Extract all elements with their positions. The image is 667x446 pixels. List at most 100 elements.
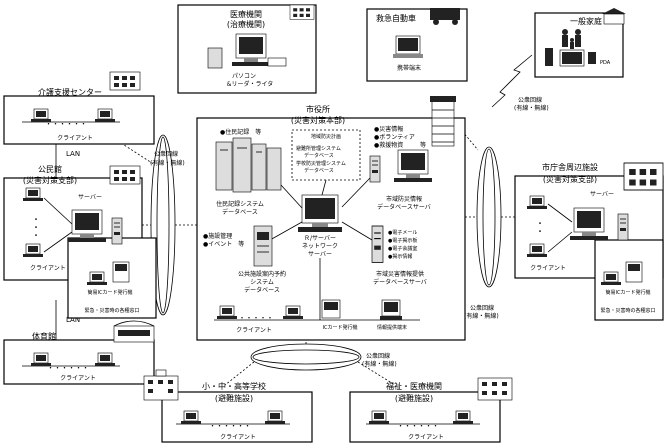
- care-center-building-icon: [109, 71, 141, 91]
- community-kiosk-box: [67, 237, 157, 319]
- school-client-pc-2: [264, 410, 286, 425]
- community-ic-pc: [86, 271, 108, 286]
- city-resident-db-label-1: 住民記録システム: [216, 200, 264, 208]
- pda-icon: [588, 52, 596, 64]
- community-server-label: サーバー: [78, 194, 102, 201]
- city-mid-list-2: ●電子掲示板: [388, 237, 417, 244]
- community-title-line2: (災害対策支部): [23, 175, 77, 185]
- welfare-client-label: クライアント: [408, 434, 444, 441]
- city-hall-tower-building-icon: [430, 96, 456, 147]
- city-gis-line-3: 学校防災管理システム: [296, 160, 346, 167]
- city-disaster-db-label-2: データベースサーバ: [373, 278, 427, 286]
- city-gis-line-1: 避難所管理システム: [296, 145, 341, 152]
- city-disaster-db-label-1: 市域災害情報提供: [376, 270, 424, 278]
- city-right-list-1: ●災害情報: [374, 125, 403, 133]
- medical-reader-label: &リーダ・ライタ: [227, 80, 273, 88]
- city-facility-label-2: システム: [250, 279, 274, 286]
- school-title-line2: (避難施設): [215, 393, 253, 403]
- community-dots: ・: [32, 215, 40, 224]
- public-network-right-inner: [482, 148, 496, 286]
- gym-client-label: クライアント: [60, 375, 96, 382]
- community-ic-label: 簡易ICカード発行機: [88, 289, 133, 296]
- public-network-left-inner: [156, 136, 170, 314]
- gym-building-icon: [113, 320, 155, 343]
- community-client-label: クライアント: [30, 265, 66, 272]
- home-title: 一般家庭: [570, 16, 602, 26]
- branch-kiosk-label: 緊急・災害時の各種窓口: [600, 307, 655, 314]
- city-mid-list-1: ●電子メール: [388, 229, 417, 236]
- city-ic-label: ICカード発行機: [323, 324, 358, 331]
- public-line-sublabel-bottom: (有線・無線): [362, 360, 397, 368]
- city-disaster-db-tower: [371, 225, 384, 264]
- city-network-server-pc: [298, 194, 342, 232]
- care-client-pc-2: [94, 108, 116, 123]
- city-web-server-tower: [369, 155, 381, 183]
- public-line-sublabel-top-right: (有線・無線): [514, 104, 549, 112]
- city-web-server-label-1: 市域防災情報: [386, 195, 422, 203]
- schools: 小・中・高等学校 (避難施設) ・・・・・・ クライアント: [143, 369, 313, 443]
- branch-ic-label: 簡易ICカード発行機: [606, 289, 651, 296]
- medical-building-icon: [289, 4, 315, 20]
- community-center: 公民館 (災害対策支部) サーバー ・ ・ ・ クライアント 簡易ICカード発行…: [3, 164, 157, 319]
- ambulance-terminal-label: 携帯端末: [397, 64, 421, 72]
- public-line-label-bottom: 公衆回線: [366, 352, 390, 360]
- care-client-label: クライアント: [57, 135, 93, 142]
- city-info-terminal-icon: [380, 299, 402, 320]
- branch-server-tower: [617, 213, 629, 241]
- city-right-list-2: ●ボランティア: [374, 133, 415, 141]
- city-gis-line-4: データベース: [304, 167, 334, 174]
- branch-server-label: サーバー: [590, 191, 614, 198]
- home: 一般家庭 PDA: [534, 8, 626, 78]
- city-client-label: クライアント: [236, 327, 272, 334]
- branch-building-icon: [623, 162, 664, 191]
- city-info-terminal-label: 情報提供端末: [377, 324, 407, 331]
- family-icon: [562, 29, 581, 49]
- city-resident-label: ●住民記録 等: [220, 128, 261, 136]
- city-net-server-label-3: サーバー: [308, 251, 332, 258]
- public-line-sublabel-right: (有線・無線): [464, 312, 499, 320]
- svg-text:・: ・: [32, 231, 40, 240]
- city-hall: 市役所 (災害対策本部) ●住民記録 等 地域防災計画 避難所管理システム デー…: [196, 96, 466, 341]
- branch-ic-pc: [600, 271, 622, 286]
- public-line-label-top-right: 公衆回線: [518, 96, 542, 104]
- home-pda-label: PDA: [600, 60, 611, 66]
- city-net-server-label-1: Ｒ/サーバー: [304, 235, 336, 242]
- branch-title-line1: 市庁舎周辺施設: [542, 162, 598, 172]
- gym-title: 体育館: [32, 331, 56, 341]
- link-care-left: [100, 129, 156, 166]
- care-center-box: [3, 95, 155, 145]
- school-title-line1: 小・中・高等学校: [202, 381, 266, 391]
- medical-title-line1: 医療機関: [230, 9, 262, 19]
- svg-text:・: ・: [536, 227, 544, 236]
- city-net-server-label-2: ネットワーク: [302, 243, 338, 250]
- branch-client-pc-1: [526, 195, 548, 210]
- gym-dots: ・・・・・・: [47, 364, 89, 372]
- public-line-label-right: 公衆回線: [470, 304, 494, 312]
- welfare-building-icon: [477, 377, 513, 401]
- city-mid-list-4: ●掲示情報: [388, 253, 412, 260]
- city-right-list-3: ●救援物資: [374, 141, 403, 149]
- city-gis-title: 地域防災計画: [311, 133, 341, 140]
- public-network-bottom-ellipse: [250, 343, 362, 371]
- public-network-right-ellipse: [476, 146, 502, 288]
- branch-dots: ・: [536, 219, 544, 228]
- city-facility-label-3: データベース: [244, 286, 280, 294]
- welfare-client-pc-2: [452, 410, 474, 425]
- community-client-pc-2: [22, 243, 44, 258]
- city-left-list-2: ●イベント 等: [203, 240, 244, 248]
- welfare-client-pc-1: [368, 410, 390, 425]
- home-house-icon: [602, 8, 626, 25]
- medical-reader-icon: [207, 47, 223, 69]
- ambulance-vehicle-icon: [430, 8, 460, 25]
- city-facility-server: [253, 225, 273, 267]
- city-hall-title-line1: 市役所: [306, 104, 330, 114]
- medical-institution: 医療機関 (治療機関) パソコン &リーダ・ライタ: [177, 4, 317, 94]
- care-dots: ・・・・・・: [45, 120, 87, 128]
- welfare-title-line1: 福祉・医療機関: [386, 381, 442, 391]
- lan-label-bottom: LAN: [66, 316, 80, 324]
- public-line-label-left: 公衆回線: [154, 150, 178, 158]
- wireless-link-home: [491, 54, 533, 108]
- city-client-dots: ・・・・・: [239, 314, 274, 322]
- medical-writer-icon: [267, 57, 287, 67]
